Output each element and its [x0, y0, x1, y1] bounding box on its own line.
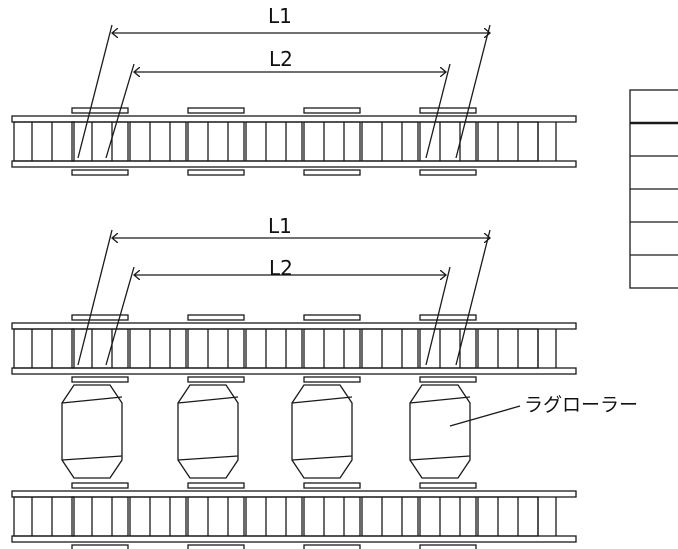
roller-cell [419, 328, 477, 369]
lug-roller [61, 384, 123, 479]
outer-plate-bottom [71, 544, 129, 549]
outer-plate-bottom [71, 169, 129, 176]
outer-plate-bottom [303, 544, 361, 549]
outer-plate-top [71, 314, 129, 321]
inner-plate-bottom [11, 367, 577, 375]
roller-cell [187, 121, 245, 162]
roller-cell [303, 328, 361, 369]
extension-line [105, 63, 135, 159]
roller-cell [419, 496, 477, 537]
roller-cell [71, 328, 129, 369]
outer-plate-top [419, 314, 477, 321]
extension-line [77, 24, 113, 159]
outer-plate-top [71, 482, 129, 489]
extension-line [425, 63, 451, 159]
roller-cell [129, 328, 187, 369]
lug-roller-edge [177, 396, 239, 404]
inner-plate-top [11, 322, 577, 330]
dimension-l2-top-label: L2 [269, 47, 293, 71]
extension-line [455, 24, 491, 159]
chain-middle [11, 314, 577, 383]
outer-plate-top [419, 482, 477, 489]
outer-plate-bottom [419, 169, 477, 176]
outer-plate-top [419, 107, 477, 114]
roller-cell [477, 328, 539, 369]
lug-roller [291, 384, 353, 479]
chain-bottom [11, 482, 577, 549]
inner-plate-top [11, 490, 577, 498]
extension-line [425, 266, 451, 366]
roller-cell [187, 328, 245, 369]
lug-roller-edge [61, 455, 123, 461]
chain-top [11, 107, 577, 176]
dimension-top [77, 24, 491, 159]
inner-plate-top [11, 115, 577, 123]
outer-plate-bottom [187, 169, 245, 176]
roller-cell [245, 496, 303, 537]
lug-roller-edge [291, 396, 353, 404]
roller-cell [303, 121, 361, 162]
lug-roller-edge [291, 455, 353, 461]
roller-cell [13, 121, 75, 162]
roller-cell [187, 496, 245, 537]
outer-plate-bottom [303, 169, 361, 176]
dimension-l1-top-label: L1 [268, 4, 292, 28]
roller-cell [419, 121, 477, 162]
outer-plate-bottom [419, 544, 477, 549]
outer-plate-top [187, 482, 245, 489]
roller-cell [361, 328, 419, 369]
lug-roller [409, 384, 471, 479]
dimension-bottom [77, 229, 491, 366]
roller-cell [477, 121, 539, 162]
extension-line [77, 229, 113, 366]
lug-roller [177, 384, 239, 479]
roller-cell [129, 496, 187, 537]
lug-roller-edge [409, 455, 471, 461]
outer-plate-top [187, 314, 245, 321]
lug-roller-edge [61, 396, 123, 404]
inner-plate-bottom [11, 535, 577, 543]
roller-cell [71, 121, 129, 162]
roller-cell [361, 496, 419, 537]
dimension-l1-bottom-label: L1 [268, 214, 292, 238]
lug-roller-edge [409, 396, 471, 404]
lug-roller-leader [449, 405, 521, 427]
right-table [629, 89, 678, 289]
roller-cell [303, 496, 361, 537]
roller-cell [129, 121, 187, 162]
roller-cell [245, 328, 303, 369]
roller-cell [477, 496, 539, 537]
roller-cell [13, 496, 75, 537]
outer-plate-bottom [187, 376, 245, 383]
outer-plate-bottom [71, 376, 129, 383]
roller-cell [245, 121, 303, 162]
roller-cell [71, 496, 129, 537]
lug-roller-label: ラグローラー [524, 394, 639, 416]
roller-cell [13, 328, 75, 369]
outer-plate-bottom [419, 376, 477, 383]
extension-line [105, 266, 135, 366]
outer-plate-bottom [303, 376, 361, 383]
dimension-l2-bottom-label: L2 [269, 256, 293, 280]
outer-plate-top [303, 482, 361, 489]
outer-plate-top [71, 107, 129, 114]
inner-plate-bottom [11, 160, 577, 168]
outer-plate-top [303, 107, 361, 114]
outer-plate-bottom [187, 544, 245, 549]
lug-roller-edge [177, 455, 239, 461]
roller-cell [361, 121, 419, 162]
outer-plate-top [187, 107, 245, 114]
extension-line [455, 229, 491, 366]
outer-plate-top [303, 314, 361, 321]
